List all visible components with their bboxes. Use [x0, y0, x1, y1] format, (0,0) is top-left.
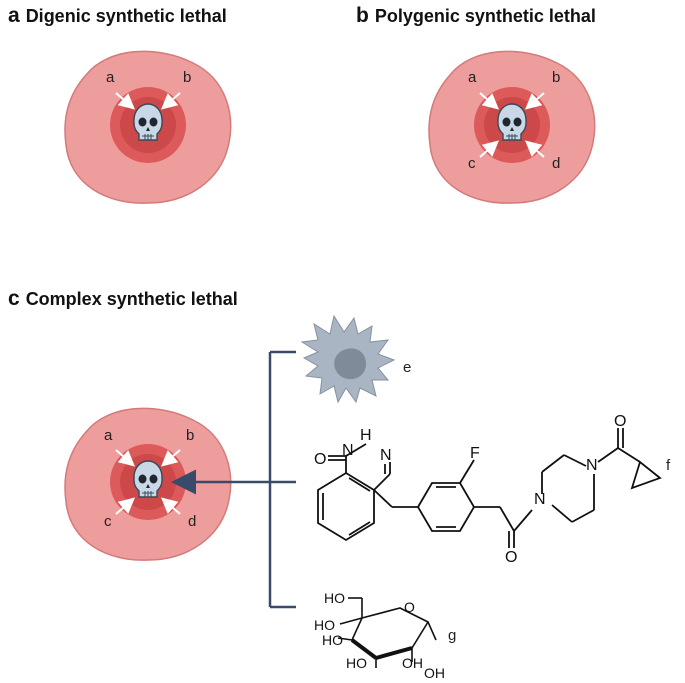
- cell-a: [64, 50, 232, 204]
- label-g: g: [448, 627, 456, 644]
- atom-n-piperazine-1: N: [534, 491, 546, 508]
- olaparib-atoms: O H N N F O N N O: [314, 413, 626, 566]
- label-b-panel-a: b: [183, 69, 191, 86]
- label-c-panel-c: c: [104, 513, 112, 530]
- label-a-panel-c: a: [104, 427, 113, 444]
- label-d-panel-c: d: [188, 513, 196, 530]
- label-b-panel-b: b: [552, 69, 560, 86]
- atom-o-amide: O: [505, 549, 517, 566]
- panel-a-letter: a: [8, 4, 20, 27]
- glucose-ho-top: HO: [324, 590, 345, 606]
- atom-h: H: [360, 427, 372, 444]
- panel-c-letter: c: [8, 287, 20, 310]
- panel-b-heading: Polygenic synthetic lethal: [374, 6, 596, 26]
- glucose-ho-bottom-left: HO: [346, 655, 367, 671]
- glucose-atoms: HO O HO HO OH OH HO: [314, 590, 445, 681]
- atom-o-cyclopropyl: O: [614, 413, 626, 430]
- atom-o-carbonyl-left: O: [314, 451, 326, 468]
- label-d-panel-b: d: [552, 155, 560, 172]
- immune-cell-icon: [300, 314, 396, 404]
- panel-b-letter: b: [356, 4, 369, 27]
- atom-n-nh: N: [342, 442, 354, 459]
- cell-b: [428, 50, 596, 204]
- label-e: e: [403, 359, 411, 376]
- glucose-ho-left-1: HO: [314, 617, 335, 633]
- atom-n-ring: N: [380, 447, 392, 464]
- connector-bracket: [268, 350, 296, 609]
- panel-a-heading: Digenic synthetic lethal: [25, 6, 227, 26]
- glucose-oh-bottom-1: OH: [402, 655, 423, 671]
- glucose-structure: [337, 597, 437, 668]
- panel-c-heading: Complex synthetic lethal: [25, 289, 238, 309]
- glucose-ho-left-2: HO: [322, 632, 343, 648]
- glucose-o-ring: O: [404, 599, 415, 615]
- label-b-panel-c: b: [186, 427, 194, 444]
- label-c-panel-b: c: [468, 155, 476, 172]
- glucose-oh-bottom-2: OH: [424, 665, 445, 681]
- cell-c: [64, 407, 232, 561]
- atom-n-piperazine-2: N: [586, 457, 598, 474]
- label-f: f: [666, 457, 671, 474]
- label-a-panel-b: a: [468, 69, 477, 86]
- atom-f: F: [470, 445, 480, 462]
- label-a-panel-a: a: [106, 69, 115, 86]
- olaparib-structure: [317, 428, 662, 548]
